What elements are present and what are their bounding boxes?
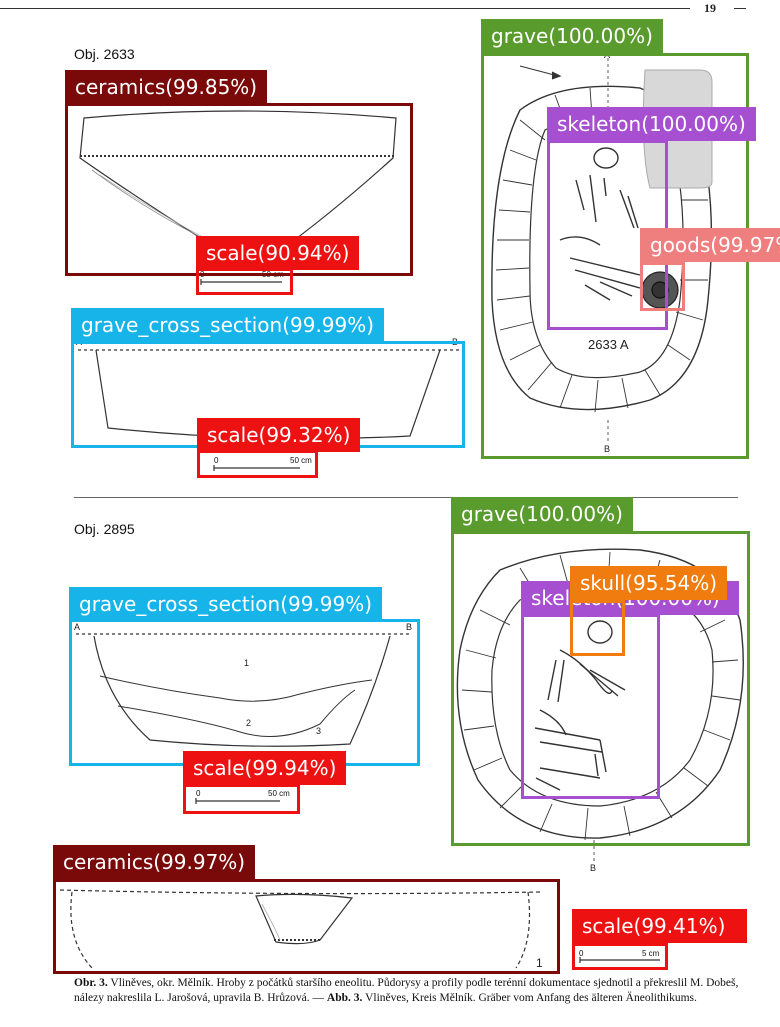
scale-bar-2-drawing	[213, 465, 300, 471]
detection-box-goods-1	[640, 262, 685, 311]
section-letter-b-bottom: B	[604, 444, 611, 454]
header-rule	[0, 8, 690, 9]
detection-box-scale-3	[183, 784, 300, 814]
scale-4-end: 5 cm	[642, 949, 660, 958]
detection-label-goods-1: goods(99.97%)	[640, 228, 780, 262]
caption-lead: Obr. 3.	[74, 977, 108, 989]
detection-box-scale-1	[196, 268, 293, 295]
detection-box-skeleton-2	[521, 614, 660, 799]
section-letter-b-xs2: B	[406, 622, 413, 632]
detection-label-scale-1: scale(90.94%)	[196, 236, 360, 270]
detection-box-ceramics-1	[65, 103, 413, 276]
caption-abb: Abb. 3.	[326, 992, 363, 1004]
detection-label-skull: skull(95.54%)	[570, 566, 728, 600]
detection-box-grave-2	[451, 531, 750, 846]
object-label-2895: Obj. 2895	[74, 521, 135, 537]
grave-plan-label-2633: 2633 A	[588, 337, 629, 352]
detection-label-cross-section-1: grave_cross_section(99.99%)	[71, 308, 385, 342]
layer-number-1: 1	[244, 658, 250, 668]
scale-2-end: 50 cm	[290, 456, 312, 465]
scale-4-start: 0	[579, 949, 584, 958]
detection-label-skeleton-1: skeleton(100.00%)	[547, 107, 756, 141]
detection-box-skull	[570, 600, 625, 656]
object-label-2633: Obj. 2633	[74, 46, 135, 62]
section-divider	[74, 497, 738, 498]
vessel-2895-drawing	[59, 889, 541, 969]
scale-bar-4-drawing	[579, 957, 660, 963]
scale-3-end: 50 cm	[268, 789, 290, 798]
cross-section-2895-drawing	[76, 633, 412, 747]
skeleton-2895-drawing	[534, 620, 626, 791]
layer-number-3: 3	[316, 726, 322, 736]
layer-number-2: 2	[246, 718, 252, 728]
detection-label-ceramics-2: ceramics(99.97%)	[53, 845, 256, 879]
header-rule-end	[734, 8, 746, 9]
detection-box-cross-section-2	[69, 619, 420, 766]
figure-caption: Obr. 3. Vliněves, okr. Mělník. Hroby z p…	[74, 976, 754, 1006]
scale-bar-3-drawing	[195, 798, 280, 804]
scale-bar-1-drawing	[200, 279, 282, 285]
detection-box-ceramics-2	[53, 879, 560, 974]
scale-2-start: 0	[214, 456, 219, 465]
detection-box-scale-4	[572, 943, 668, 970]
scale-3-start: 0	[196, 789, 201, 798]
detection-label-ceramics-1: ceramics(99.85%)	[65, 70, 268, 104]
page-number: 19	[704, 1, 716, 15]
section-letter-b-plan2: B	[590, 863, 597, 873]
detection-label-cross-section-2: grave_cross_section(99.99%)	[69, 587, 383, 621]
grave-plan-2633-drawing	[491, 58, 713, 442]
caption-text-de: Vliněves, Kreis Mělník. Gräber vom Anfan…	[362, 992, 697, 1004]
caption-text-cz: Vliněves, okr. Mělník. Hroby z počátků s…	[74, 977, 739, 1004]
detection-label-grave-1: grave(100.00%)	[481, 19, 663, 53]
detection-label-scale-4: scale(99.41%)	[572, 909, 747, 943]
find-number: 1	[536, 956, 543, 970]
skeleton-2633-drawing	[559, 147, 641, 301]
section-letter-a-xs2: A	[74, 622, 81, 632]
detection-box-scale-2	[197, 450, 318, 478]
detection-label-scale-3: scale(99.94%)	[183, 751, 347, 785]
detection-label-grave-2: grave(100.00%)	[451, 497, 633, 531]
detection-label-scale-2: scale(99.32%)	[197, 418, 361, 452]
